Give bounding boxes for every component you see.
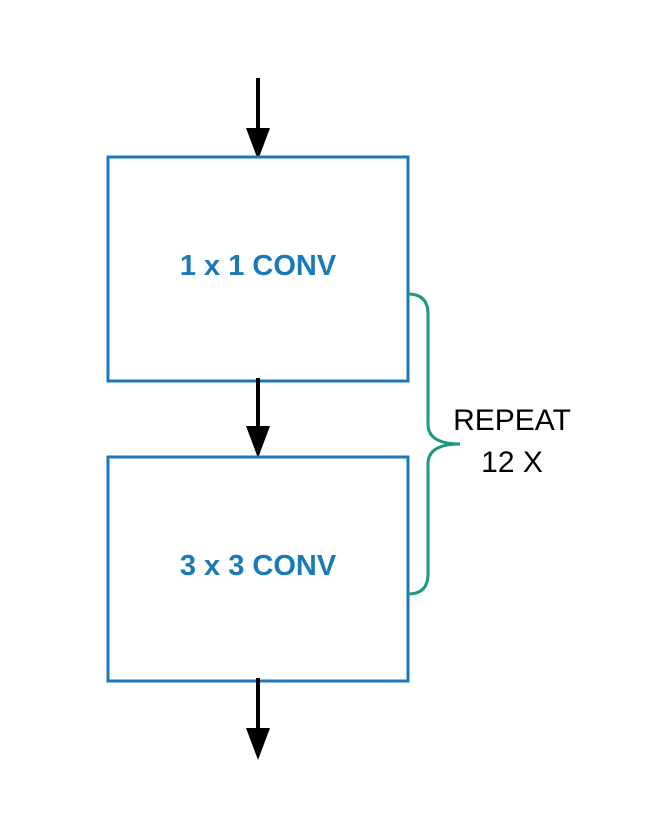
conv-3x3-label: 3 x 3 CONV	[180, 550, 337, 582]
input-arrow	[246, 78, 270, 160]
conv-1x1-label: 1 x 1 CONV	[180, 250, 337, 282]
output-arrow	[246, 678, 270, 760]
repeat-label-line1: REPEAT	[453, 404, 571, 437]
repeat-label-line2: 12 X	[481, 446, 543, 479]
repeat-brace	[407, 292, 461, 596]
conv-3x3-block	[106, 455, 410, 683]
middle-arrow	[246, 378, 270, 458]
